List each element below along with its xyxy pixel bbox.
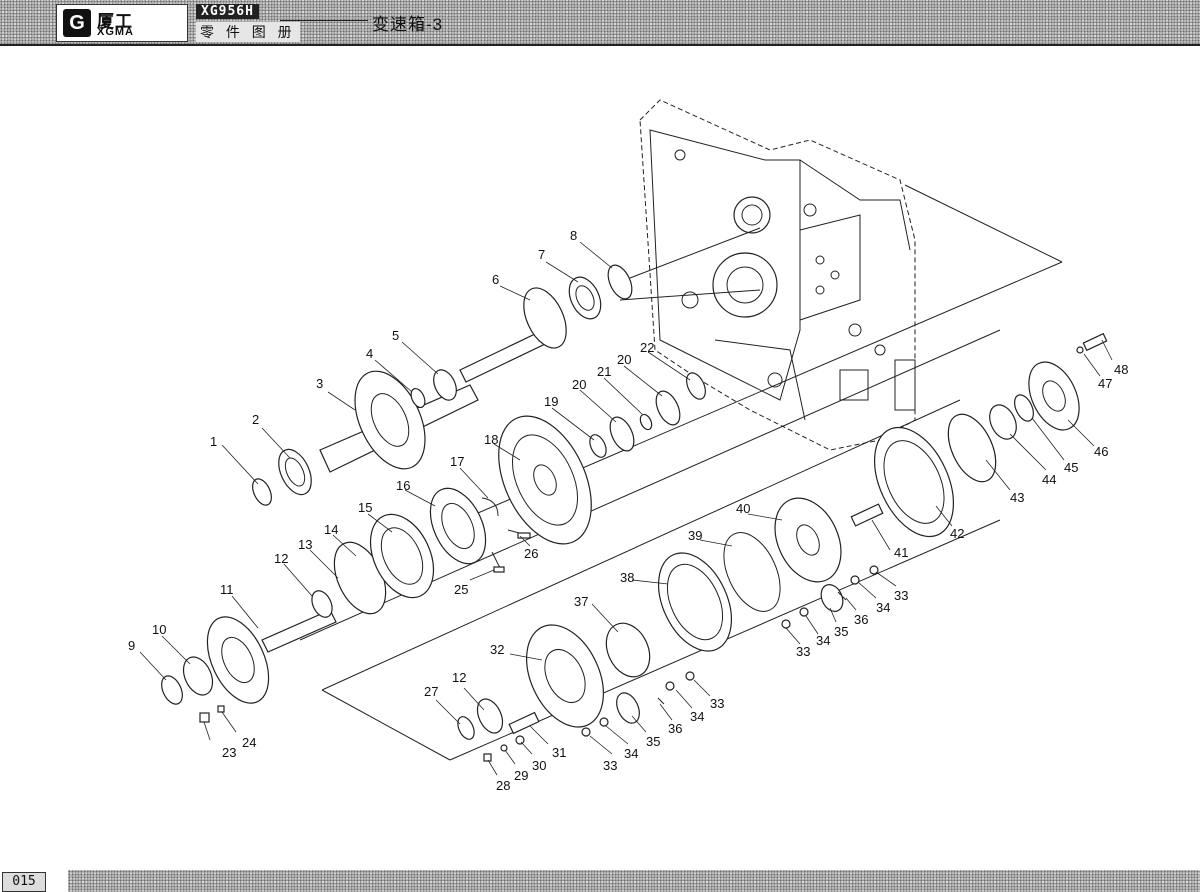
middle-shaft-assembly	[333, 372, 706, 615]
callout-31: 31	[552, 745, 566, 760]
header-bar: G 厦工 XGMA XG956H 零 件 图 册 变速箱-3	[0, 0, 1200, 46]
callout-45: 45	[1064, 460, 1078, 475]
callout-26: 26	[524, 546, 538, 561]
callout-6: 6	[492, 272, 499, 287]
callout-16: 16	[396, 478, 410, 493]
callout-20a: 20	[572, 377, 586, 392]
callout-34d: 34	[876, 600, 890, 615]
callout-33c: 33	[796, 644, 810, 659]
brand-logo: G 厦工 XGMA	[56, 4, 188, 42]
callout-33b: 33	[710, 696, 724, 711]
callout-27: 27	[424, 684, 438, 699]
model-number: XG956H	[196, 4, 259, 19]
logo-chinese-name: 厦工	[97, 12, 133, 31]
callout-12: 12	[274, 551, 288, 566]
callout-34a: 34	[624, 746, 638, 761]
output-flange-assembly	[874, 332, 1108, 538]
callout-17: 17	[450, 454, 464, 469]
callout-3: 3	[316, 376, 323, 391]
logo-english-name: XGMA	[97, 26, 134, 38]
callout-15: 15	[358, 500, 372, 515]
callout-42: 42	[950, 526, 964, 541]
callout-35b: 35	[834, 624, 848, 639]
callout-18: 18	[484, 432, 498, 447]
callout-30: 30	[532, 758, 546, 773]
callout-36a: 36	[668, 721, 682, 736]
callout-14: 14	[324, 522, 338, 537]
callout-2: 2	[252, 412, 259, 427]
header-divider	[280, 20, 368, 21]
callout-25: 25	[454, 582, 468, 597]
callout-7: 7	[538, 247, 545, 262]
callout-19: 19	[544, 394, 558, 409]
callout-labels: 1 2 3 4 5 6 7 8 9 10 11 12 13 14 15 16 1…	[128, 228, 1128, 793]
callout-33a: 33	[603, 758, 617, 773]
callout-41: 41	[894, 545, 908, 560]
logo-mark-icon: G	[63, 9, 91, 37]
callout-34c: 34	[816, 633, 830, 648]
callout-28: 28	[496, 778, 510, 793]
callout-4: 4	[366, 346, 373, 361]
upper-shaft-assembly	[252, 227, 761, 506]
catalog-label: 零 件 图 册	[196, 22, 300, 42]
callout-36b: 36	[854, 612, 868, 627]
callout-8: 8	[570, 228, 577, 243]
callout-37: 37	[574, 594, 588, 609]
callout-40: 40	[736, 501, 750, 516]
callout-1: 1	[210, 434, 217, 449]
lower-left-shaft-assembly	[161, 532, 531, 723]
callout-21: 21	[597, 364, 611, 379]
callout-34b: 34	[690, 709, 704, 724]
callout-46: 46	[1094, 444, 1108, 459]
callout-13: 13	[298, 537, 312, 552]
callout-5: 5	[392, 328, 399, 343]
callout-23: 23	[222, 745, 236, 760]
callout-43: 43	[1010, 490, 1024, 505]
planetary-assembly	[457, 497, 884, 762]
callout-11: 11	[220, 582, 234, 597]
callout-38: 38	[620, 570, 634, 585]
callout-35a: 35	[646, 734, 660, 749]
footer-bar	[68, 870, 1200, 892]
callout-48: 48	[1114, 362, 1128, 377]
callout-44: 44	[1042, 472, 1056, 487]
callout-47: 47	[1098, 376, 1112, 391]
callout-39: 39	[688, 528, 702, 543]
callout-20b: 20	[617, 352, 631, 367]
callout-12b: 12	[452, 670, 466, 685]
page-number: 015	[2, 872, 46, 892]
exploded-parts-diagram: 1 2 3 4 5 6 7 8 9 10 11 12 13 14 15 16 1…	[128, 99, 1128, 793]
gearbox-housing	[639, 99, 916, 451]
callout-22: 22	[640, 340, 654, 355]
callout-24: 24	[242, 735, 256, 750]
callout-29: 29	[514, 768, 528, 783]
callout-10: 10	[152, 622, 166, 637]
callout-33d: 33	[894, 588, 908, 603]
callout-9: 9	[128, 638, 135, 653]
callout-32: 32	[490, 642, 504, 657]
assembly-frame-lines	[299, 184, 1063, 761]
section-title: 变速箱-3	[372, 15, 444, 34]
